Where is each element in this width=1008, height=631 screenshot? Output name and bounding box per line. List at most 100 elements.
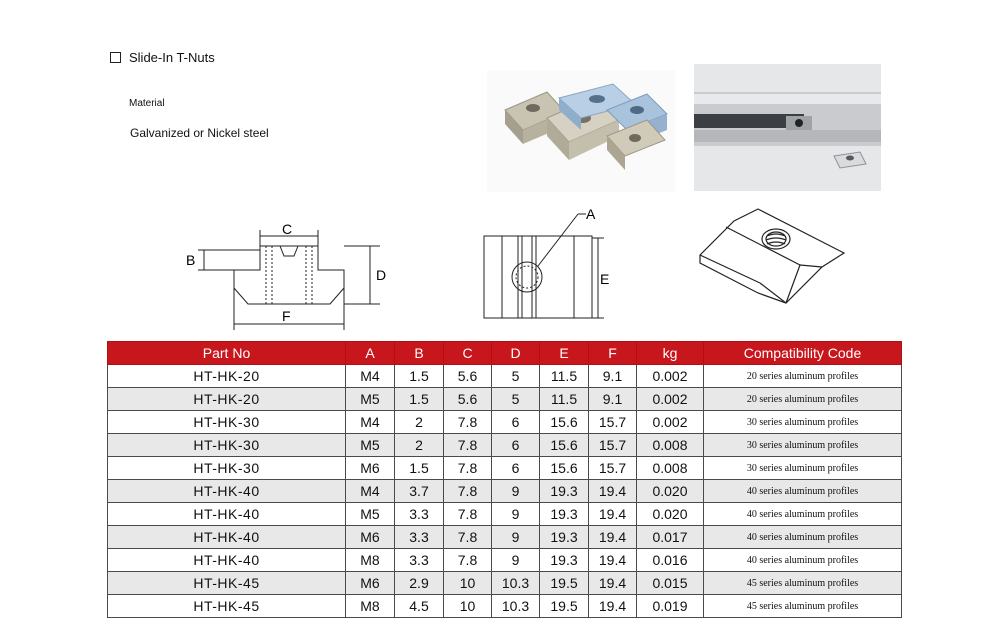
cell-d: 9 [491, 479, 540, 503]
cell-a: M4 [345, 364, 395, 388]
cell-b: 2 [394, 410, 444, 434]
cell-d: 5 [491, 387, 540, 411]
cell-e: 19.5 [539, 594, 589, 618]
cell-e: 15.6 [539, 433, 589, 457]
cell-f: 19.4 [588, 479, 637, 503]
cell-f: 15.7 [588, 410, 637, 434]
cell-kg: 0.008 [636, 433, 704, 457]
cell-compatibility: 40 series aluminum profiles [703, 479, 902, 503]
cell-part-no: HT-HK-20 [107, 387, 346, 411]
cell-b: 3.3 [394, 548, 444, 572]
cell-d: 10.3 [491, 571, 540, 595]
cell-a: M4 [345, 479, 395, 503]
cell-e: 19.3 [539, 525, 589, 549]
cell-e: 15.6 [539, 410, 589, 434]
header-f: F [588, 341, 637, 365]
cell-kg: 0.002 [636, 364, 704, 388]
label-e: E [600, 271, 609, 287]
cell-part-no: HT-HK-40 [107, 502, 346, 526]
cell-c: 7.8 [443, 502, 492, 526]
cell-kg: 0.002 [636, 410, 704, 434]
cell-d: 9 [491, 525, 540, 549]
cell-f: 15.7 [588, 433, 637, 457]
cell-part-no: HT-HK-30 [107, 456, 346, 480]
cell-d: 10.3 [491, 594, 540, 618]
cell-part-no: HT-HK-45 [107, 594, 346, 618]
header-compatibility: Compatibility Code [703, 341, 902, 365]
cell-a: M5 [345, 502, 395, 526]
cell-c: 5.6 [443, 364, 492, 388]
cell-kg: 0.019 [636, 594, 704, 618]
page-title: Slide-In T-Nuts [129, 50, 215, 65]
cell-b: 1.5 [394, 456, 444, 480]
cell-e: 15.6 [539, 456, 589, 480]
section-title-row: Slide-In T-Nuts [110, 50, 215, 65]
cell-d: 6 [491, 410, 540, 434]
label-a: A [586, 206, 596, 222]
header-part-no: Part No [107, 341, 346, 365]
cell-kg: 0.015 [636, 571, 704, 595]
header-b: B [394, 341, 444, 365]
cell-f: 19.4 [588, 571, 637, 595]
cell-c: 7.8 [443, 456, 492, 480]
cell-d: 9 [491, 548, 540, 572]
cell-part-no: HT-HK-20 [107, 364, 346, 388]
profile-drawing: C B D F [180, 218, 390, 333]
cell-b: 1.5 [394, 387, 444, 411]
cell-part-no: HT-HK-45 [107, 571, 346, 595]
cell-a: M6 [345, 571, 395, 595]
header-kg: kg [636, 341, 704, 365]
cell-part-no: HT-HK-40 [107, 479, 346, 503]
top-view-drawing: A E [480, 204, 620, 324]
cell-f: 9.1 [588, 387, 637, 411]
cell-a: M8 [345, 594, 395, 618]
cell-e: 19.3 [539, 502, 589, 526]
checkbox-icon [110, 52, 121, 63]
header-c: C [443, 341, 492, 365]
cell-d: 6 [491, 433, 540, 457]
cell-kg: 0.016 [636, 548, 704, 572]
cell-part-no: HT-HK-30 [107, 433, 346, 457]
isometric-drawing [696, 205, 846, 311]
cell-b: 4.5 [394, 594, 444, 618]
cell-b: 3.7 [394, 479, 444, 503]
header-d: D [491, 341, 540, 365]
cell-kg: 0.017 [636, 525, 704, 549]
spec-table: Part No A B C D E F kg Compatibility Cod… [107, 341, 902, 618]
cell-compatibility: 20 series aluminum profiles [703, 387, 902, 411]
cell-f: 19.4 [588, 594, 637, 618]
cell-f: 19.4 [588, 525, 637, 549]
header-e: E [539, 341, 589, 365]
cell-c: 7.8 [443, 433, 492, 457]
material-value: Galvanized or Nickel steel [130, 126, 269, 140]
label-d: D [376, 267, 386, 283]
cell-compatibility: 30 series aluminum profiles [703, 410, 902, 434]
cell-c: 7.8 [443, 548, 492, 572]
cell-c: 10 [443, 571, 492, 595]
label-f: F [282, 308, 291, 324]
cell-a: M5 [345, 433, 395, 457]
cell-a: M4 [345, 410, 395, 434]
cell-c: 7.8 [443, 525, 492, 549]
cell-f: 19.4 [588, 548, 637, 572]
cell-compatibility: 30 series aluminum profiles [703, 456, 902, 480]
label-c: C [282, 221, 292, 237]
cell-e: 11.5 [539, 364, 589, 388]
cell-a: M5 [345, 387, 395, 411]
cell-kg: 0.008 [636, 456, 704, 480]
cell-e: 19.3 [539, 479, 589, 503]
cell-e: 19.3 [539, 548, 589, 572]
cell-compatibility: 45 series aluminum profiles [703, 594, 902, 618]
cell-a: M6 [345, 525, 395, 549]
cell-d: 6 [491, 456, 540, 480]
cell-compatibility: 20 series aluminum profiles [703, 364, 902, 388]
cell-compatibility: 40 series aluminum profiles [703, 502, 902, 526]
cell-part-no: HT-HK-40 [107, 548, 346, 572]
